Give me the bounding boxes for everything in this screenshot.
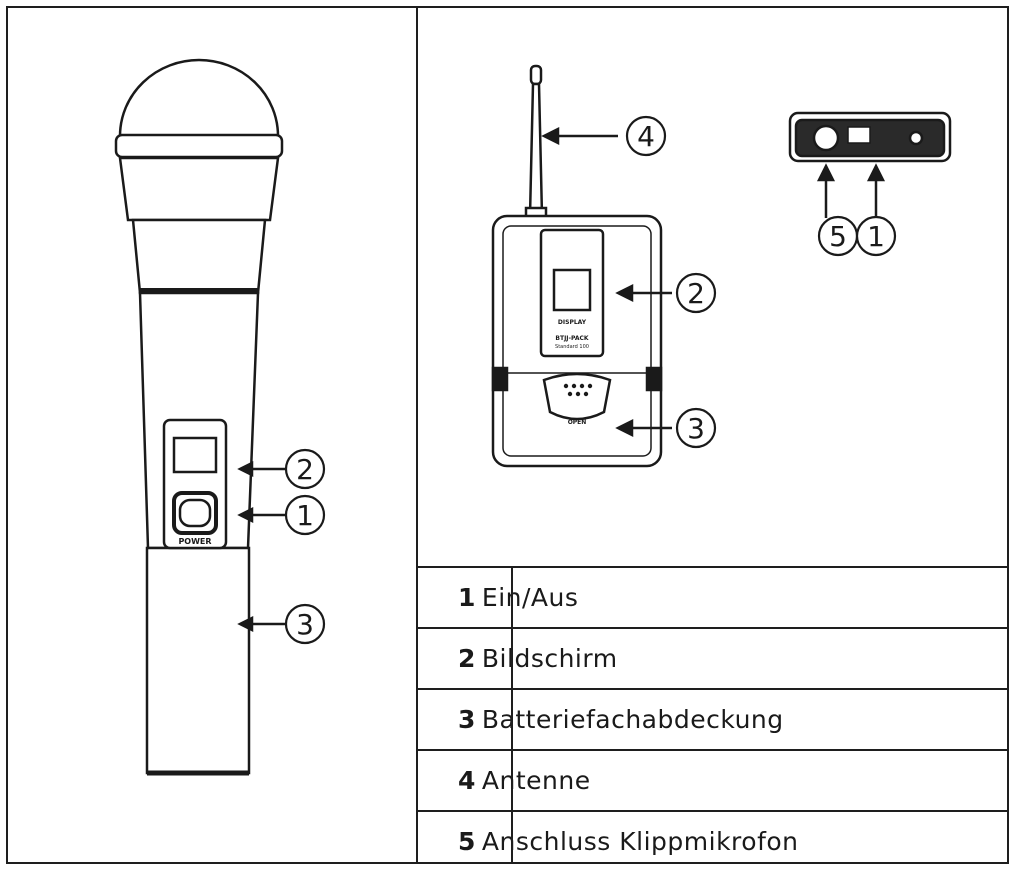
legend-column-line xyxy=(511,566,513,864)
legend-number: 4 xyxy=(458,766,476,795)
pack-sub-label: Standard 100 xyxy=(555,344,589,350)
microphone-body xyxy=(114,58,284,776)
bodypack-top-view xyxy=(788,111,952,163)
pack-brand-label: BTJJ-PACK xyxy=(555,335,589,342)
mic-power-label: POWER xyxy=(178,537,211,546)
pack-arrows xyxy=(541,126,672,438)
mic-arrows xyxy=(237,460,286,633)
legend-text: Antenne xyxy=(481,766,591,795)
callout-pack-battery: 3 xyxy=(675,407,717,449)
callout-mic-power: 1 xyxy=(284,494,326,536)
handheld-microphone-illustration: POWER 2 1 3 xyxy=(114,58,326,776)
callout-mic-display: 2 xyxy=(284,448,326,490)
legend-text: Ein/Aus xyxy=(481,583,579,612)
svg-text:3: 3 xyxy=(296,608,314,641)
callout-top-jack: 5 xyxy=(817,215,859,257)
pack-display-label: DISPLAY xyxy=(558,319,587,326)
svg-text:2: 2 xyxy=(296,453,314,486)
legend-number: 5 xyxy=(458,827,476,856)
bodypack-vent-dots xyxy=(563,383,593,397)
callout-top-power: 1 xyxy=(855,215,897,257)
legend-text: Anschluss Klippmikrofon xyxy=(481,827,799,856)
pack-open-label: OPEN xyxy=(568,419,587,426)
callout-pack-display: 2 xyxy=(675,272,717,314)
callout-pack-antenna: 4 xyxy=(625,115,667,157)
bodypack-body xyxy=(491,64,663,468)
svg-text:4: 4 xyxy=(637,120,655,153)
svg-text:2: 2 xyxy=(687,277,705,310)
top-view-arrows xyxy=(816,163,886,218)
legend-text: Bildschirm xyxy=(481,644,618,673)
svg-text:1: 1 xyxy=(296,499,314,532)
callout-mic-battery: 3 xyxy=(284,603,326,645)
panel-divider xyxy=(416,6,418,864)
svg-text:5: 5 xyxy=(829,220,847,253)
legend-text: Batteriefachabdeckung xyxy=(481,705,784,734)
legend-number: 3 xyxy=(458,705,476,734)
svg-text:3: 3 xyxy=(687,412,705,445)
svg-text:1: 1 xyxy=(867,220,885,253)
bodypack-transmitter-illustration: DISPLAY BTJJ-PACK Standard 100 OPEN 4 2 … xyxy=(491,64,952,468)
legend-number: 2 xyxy=(458,644,476,673)
legend-number: 1 xyxy=(458,583,476,612)
